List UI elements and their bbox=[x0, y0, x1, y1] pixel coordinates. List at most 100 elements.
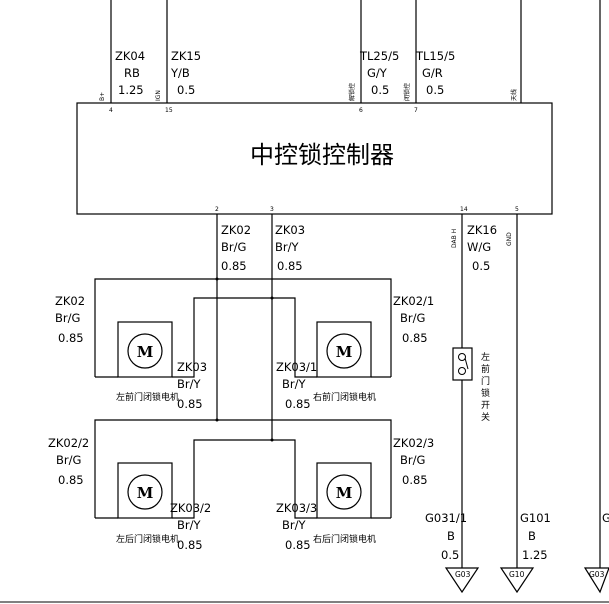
wire-color: B bbox=[447, 529, 455, 543]
wire-code: ZK02/1 bbox=[393, 294, 434, 308]
wire-color: Br/Y bbox=[177, 377, 201, 391]
ground-symbol-g03-right: G03 bbox=[583, 567, 609, 594]
pin-number: 2 bbox=[215, 206, 219, 213]
wire-code: ZK03 bbox=[177, 360, 207, 374]
ground-symbol-text: G10 bbox=[509, 570, 525, 579]
wire-code: G101 bbox=[520, 511, 551, 525]
junction-dot bbox=[270, 296, 274, 300]
wire-code: ZK02/3 bbox=[393, 436, 434, 450]
wire-code: ZK03/2 bbox=[170, 501, 211, 515]
wire-gauge: 0.5 bbox=[177, 83, 195, 97]
ground-symbol-text: G03 bbox=[455, 570, 471, 579]
wire-rear-zk02 bbox=[94, 419, 392, 518]
motor-name: 左后门闭锁电机 bbox=[116, 533, 179, 545]
wire-gauge: 0.5 bbox=[441, 548, 459, 562]
wire-gauge: 1.25 bbox=[522, 548, 548, 562]
wire-color: RB bbox=[124, 66, 140, 80]
top-wire-antenna: 天线 bbox=[510, 0, 522, 103]
junction-dot bbox=[270, 438, 274, 442]
pin-label: B+ bbox=[99, 92, 106, 101]
controller-title: 中控锁控制器 bbox=[250, 141, 394, 169]
motor-rear-right-labels: ZK03/3 Br/Y 0.85 ZK02/3 Br/G 0.85 bbox=[276, 436, 434, 552]
top-wire-b-plus: ZK04 RB 1.25 B+ 4 bbox=[99, 0, 145, 114]
controller-box bbox=[76, 102, 553, 215]
wire-color: Br/G bbox=[56, 453, 81, 467]
wire-gauge: 0.5 bbox=[371, 83, 389, 97]
motor-symbol: M bbox=[137, 484, 154, 502]
wire-code: ZK04 bbox=[115, 49, 145, 63]
ground-label-g03-right: G bbox=[602, 511, 609, 525]
wire-gauge: 0.85 bbox=[221, 259, 247, 273]
wire-code: ZK02 bbox=[221, 223, 251, 237]
wire-gauge: 0.5 bbox=[472, 259, 490, 273]
motor-symbol: M bbox=[336, 343, 353, 361]
wire-rear-zk03 bbox=[172, 439, 317, 519]
wire-code: ZK03 bbox=[275, 223, 305, 237]
wire-gauge: 0.85 bbox=[58, 331, 84, 345]
wire-gauge: 1.25 bbox=[118, 83, 144, 97]
pin-label: 闭锁控 bbox=[403, 83, 411, 101]
wire-color: Br/G bbox=[400, 311, 425, 325]
wire-front-zk02 bbox=[94, 278, 392, 377]
pin-label: 解锁控 bbox=[348, 83, 356, 101]
junction-dot bbox=[215, 418, 219, 422]
wire-code: ZK15 bbox=[171, 49, 201, 63]
wire-gauge: 0.85 bbox=[402, 473, 428, 487]
wire-color: Br/Y bbox=[282, 518, 306, 532]
wire-code: ZK03/1 bbox=[276, 360, 317, 374]
wire-code: ZK16 bbox=[467, 223, 497, 237]
pin-number: 14 bbox=[460, 206, 468, 213]
motor-symbol: M bbox=[336, 484, 353, 502]
pin-number: 6 bbox=[359, 107, 363, 114]
pin-label: 天线 bbox=[510, 89, 518, 101]
wire-color: W/G bbox=[467, 240, 491, 254]
pin-label-dabh: DAB H bbox=[451, 229, 458, 248]
wire-code: TL25/5 bbox=[359, 49, 399, 63]
ground-label-g031: G031/1 B 0.5 bbox=[425, 511, 467, 562]
wire-gauge: 0.85 bbox=[285, 538, 311, 552]
pin-number: 4 bbox=[109, 107, 113, 114]
ground-label-g101: G101 B 1.25 bbox=[520, 511, 551, 562]
wire-color: Br/Y bbox=[282, 377, 306, 391]
motor-name: 右后门闭锁电机 bbox=[313, 533, 376, 545]
wire-color: Br/Y bbox=[177, 518, 201, 532]
wire-color: Br/Y bbox=[275, 240, 299, 254]
wire-color: G/Y bbox=[367, 66, 388, 80]
bus-label-zk03: ZK03 Br/Y 0.85 bbox=[275, 223, 305, 273]
wire-gauge: 0.85 bbox=[277, 259, 303, 273]
pin-number: 3 bbox=[270, 206, 274, 213]
motor-rear-left-labels: ZK02/2 Br/G 0.85 ZK03/2 Br/Y 0.85 bbox=[48, 436, 211, 552]
motor-front-right: M 右前门闭锁电机 bbox=[313, 321, 376, 403]
wire-color: Br/G bbox=[221, 240, 246, 254]
motor-symbol: M bbox=[137, 343, 154, 361]
top-wire-ign: ZK15 Y/B 0.5 IGN 15 bbox=[155, 0, 201, 114]
wire-gauge: 0.85 bbox=[58, 473, 84, 487]
pin-number: 7 bbox=[414, 107, 418, 114]
top-wire-lock: TL15/5 G/R 0.5 闭锁控 7 bbox=[403, 0, 455, 114]
motor-rear-left: M 左后门闭锁电机 bbox=[116, 462, 179, 545]
wire-gauge: 0.85 bbox=[177, 397, 203, 411]
pin-number: 5 bbox=[515, 206, 519, 213]
wire-color: Br/G bbox=[400, 453, 425, 467]
wire-code: TL15/5 bbox=[415, 49, 455, 63]
wire-color: B bbox=[528, 529, 536, 543]
pin-number: 15 bbox=[165, 107, 173, 114]
wire-color: Br/G bbox=[55, 311, 80, 325]
motor-front-right-labels: ZK03/1 Br/Y 0.85 ZK02/1 Br/G 0.85 bbox=[276, 294, 434, 411]
wire-code: ZK03/3 bbox=[276, 501, 317, 515]
pin-label: IGN bbox=[155, 90, 162, 101]
wire-code: ZK02 bbox=[55, 294, 85, 308]
wire-gauge: 0.85 bbox=[402, 331, 428, 345]
wire-color: G/R bbox=[422, 66, 443, 80]
pin-label-gnd: GND bbox=[506, 232, 513, 246]
motor-name: 左前门闭锁电机 bbox=[116, 391, 179, 403]
motor-front-left: M 左前门闭锁电机 bbox=[116, 321, 179, 403]
motor-rear-right: M 右后门闭锁电机 bbox=[313, 462, 376, 545]
bus-label-zk02: ZK02 Br/G 0.85 bbox=[221, 223, 251, 273]
top-wire-unlock: TL25/5 G/Y 0.5 解锁控 6 bbox=[348, 0, 399, 114]
ground-symbol-text: G03 bbox=[589, 570, 605, 579]
ground-symbol-g03: G03 bbox=[444, 567, 480, 594]
door-lock-switch bbox=[452, 347, 473, 381]
